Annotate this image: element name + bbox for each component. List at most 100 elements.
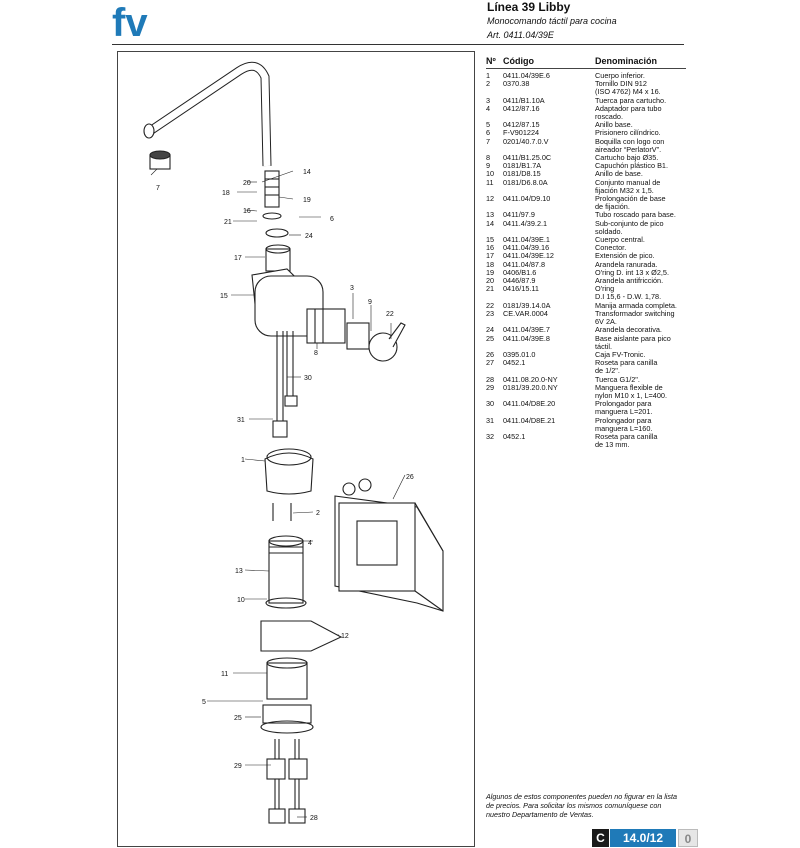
table-row: 12 0411.04/D9.10 Prolongación de base de f… [486, 194, 686, 212]
callout-labels: 7 20 14 18 19 16 6 21 24 17 15 3 9 22 8 … [156, 169, 414, 822]
callout-1: 1 [241, 457, 245, 464]
callout-2: 2 [316, 510, 320, 517]
row-code: 0411/B1.25.0C [503, 153, 552, 163]
callout-31: 31 [237, 417, 245, 424]
row-number: 26 [486, 349, 495, 359]
row-code: 0411.04/D9.10 [503, 194, 551, 204]
header-rule [486, 68, 686, 69]
row-name: Cuerpo central. [595, 235, 645, 245]
table-row: 19 0406/B1.6 O'ring D. int 13 x Ø2,5. [486, 267, 686, 277]
row-code: 0201/40.7.0.V [503, 136, 549, 146]
callout-18: 18 [222, 190, 230, 197]
control-box-part [334, 478, 444, 612]
table-row: 13 0411/97.9 Tubo roscado para base. [486, 211, 686, 219]
row-number: 17 [486, 251, 495, 261]
row-name: O'ring D.I 15,6 - D.W. 1,78. [595, 284, 662, 302]
row-code: 0412/87.15 [503, 120, 540, 130]
header-divider [112, 44, 684, 45]
row-number: 2 [486, 79, 491, 89]
row-name: Conector. [595, 243, 627, 253]
table-row: 22 0181/39.14.0A Manija armada completa. [486, 300, 686, 310]
row-number: 21 [486, 284, 495, 294]
row-code: 0411/97.9 [503, 210, 535, 220]
exploded-diagram: 7 20 14 18 19 16 6 21 24 17 15 3 9 22 8 … [143, 61, 444, 824]
row-number: 4 [486, 103, 491, 113]
callout-14: 14 [303, 169, 311, 176]
row-number: 10 [486, 169, 495, 179]
row-name: Prolongación de base de fijación. [595, 194, 666, 212]
row-code: 0411.04/39E.6 [503, 71, 550, 80]
row-name: O'ring D. int 13 x Ø2,5. [595, 267, 669, 277]
row-code: 0411.4/39.2.1 [503, 218, 548, 228]
row-number: 29 [486, 382, 495, 392]
row-code: 0452.1 [503, 431, 526, 441]
page-title: Línea 39 Libby [487, 0, 571, 14]
callout-16: 16 [243, 208, 251, 215]
page-subtitle: Monocomando táctil para cocina [487, 16, 617, 26]
col-code: Código [503, 55, 534, 66]
row-number: 20 [486, 276, 495, 286]
callout-3: 3 [350, 285, 354, 292]
row-name: Manguera flexible de nylon M10 x 1, L=40… [595, 382, 668, 400]
callout-4: 4 [308, 540, 312, 547]
row-name: Prolongador para manguera L=160. [595, 415, 653, 433]
row-code: F-V901224 [503, 128, 540, 138]
col-number: Nº [486, 55, 496, 66]
callout-19: 19 [303, 197, 311, 204]
row-number: 27 [486, 358, 495, 368]
row-number: 22 [486, 300, 495, 310]
row-name: Tuerca para cartucho. [595, 95, 667, 105]
row-code: 0411.08.20.0-NY [503, 374, 558, 384]
row-code: 0411.04/39E.7 [503, 325, 550, 335]
row-code: CE.VAR.0004 [503, 308, 548, 318]
row-number: 12 [486, 194, 495, 204]
diagram-frame [117, 51, 475, 847]
row-name: Transformador switching 6V 2A. [595, 308, 675, 327]
row-code: 0395.01.0 [503, 349, 536, 359]
row-number: 32 [486, 431, 495, 441]
row-number: 13 [486, 210, 495, 220]
row-number: 31 [486, 415, 495, 425]
page-revision: 0 [678, 829, 698, 847]
row-name: Prolongador para manguera L=201. [595, 399, 653, 417]
row-code: 0411.04/39E.1 [503, 235, 550, 245]
parts-table-header: Nº Código Denominación [486, 55, 686, 67]
row-name: Arandela antifricción. [595, 276, 664, 286]
callout-20: 20 [243, 180, 251, 187]
callout-24: 24 [305, 233, 313, 240]
callout-22: 22 [386, 311, 394, 318]
article-code: Art. 0411.04/39E [487, 30, 554, 40]
row-name: Manija armada completa. [595, 300, 677, 310]
row-code: 0181/39.14.0A [503, 300, 551, 310]
row-name: Tubo roscado para base. [595, 210, 676, 220]
row-code: 0406/B1.6 [503, 267, 537, 277]
callout-17: 17 [234, 255, 242, 262]
row-code: 0412/87.16 [503, 103, 540, 113]
fv-logo: fv [112, 2, 148, 42]
col-name: Denominación [595, 55, 658, 66]
page-number-badge: C 14.0/12 0 [592, 829, 698, 847]
row-name: Base aislante para pico táctil. [595, 333, 671, 351]
row-number: 9 [486, 161, 491, 171]
callout-9: 9 [368, 299, 372, 306]
callout-13: 13 [235, 568, 243, 575]
table-row: 4 0412/87.16 Adaptador para tubo roscado. [486, 103, 686, 122]
row-number: 19 [486, 267, 495, 277]
row-number: 14 [486, 218, 495, 228]
row-name: Roseta para canilla de 1/2". [595, 358, 658, 376]
row-name: Adaptador para tubo roscado. [595, 103, 662, 122]
callout-7: 7 [156, 185, 160, 192]
callout-5: 5 [202, 699, 206, 706]
